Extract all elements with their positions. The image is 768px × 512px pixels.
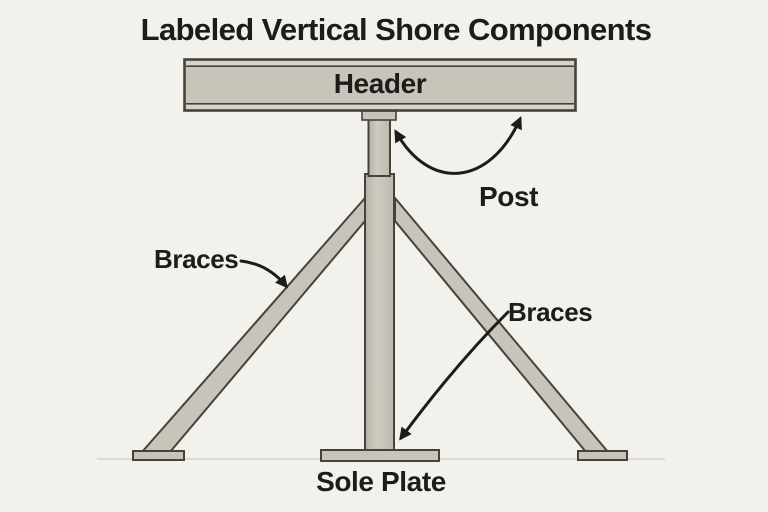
header-beam-body: [183, 58, 577, 112]
post-annotation-arrow: [394, 116, 522, 175]
post-label: Post: [479, 181, 539, 212]
braces-right-label: Braces: [508, 297, 593, 327]
braces-left-label: Braces: [154, 244, 239, 274]
braces-left-annotation-arrow: [239, 259, 288, 289]
header-beam-bottom-flange: [186, 104, 574, 109]
sole-plate-label: Sole Plate: [316, 466, 446, 497]
left-brace-foot-plate: [132, 450, 185, 461]
right-brace-foot-plate: [577, 450, 628, 461]
left-brace: [139, 195, 366, 453]
post-top-plate: [361, 110, 397, 121]
header-label: Header: [333, 68, 427, 99]
braces-right-annotation-arrow: [399, 310, 510, 441]
post-lower-section: [364, 173, 395, 453]
sole-plate: [320, 449, 440, 462]
diagram-title: Labeled Vertical Shore Components: [140, 12, 652, 47]
header-beam: [183, 58, 577, 112]
header-beam-top-flange: [186, 61, 574, 66]
post-upper-section: [367, 118, 391, 177]
